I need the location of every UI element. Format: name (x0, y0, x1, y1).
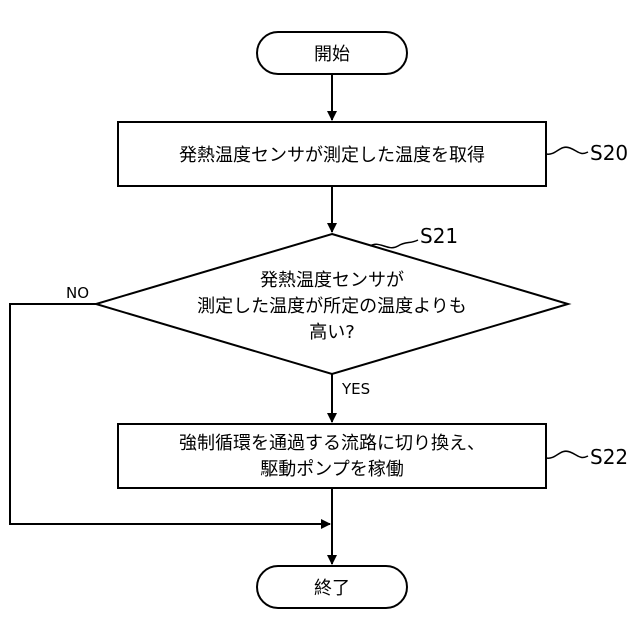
decision-s21-line-3: 高い? (309, 322, 355, 343)
step-s20-box: 発熱温度センサが測定した温度を取得 (118, 122, 546, 186)
step-s22-box: 強制循環を通過する流路に切り換え、 駆動ポンプを稼働 (118, 424, 546, 488)
step-s20-ref: S20 (590, 141, 628, 165)
step-s22-line-1: 強制循環を通過する流路に切り換え、 (179, 433, 485, 454)
start-label: 開始 (314, 44, 350, 65)
decision-s21-diamond: 発熱温度センサが 測定した温度が所定の温度よりも 高い? (96, 234, 568, 374)
no-label: NO (66, 284, 89, 302)
decision-s21-line-1: 発熱温度センサが (260, 270, 404, 291)
end-label: 終了 (314, 578, 350, 599)
decision-s21-ref: S21 (420, 224, 458, 248)
start-terminal: 開始 (257, 32, 407, 74)
end-terminal: 終了 (257, 566, 407, 608)
yes-label: YES (341, 380, 370, 398)
decision-s21-line-2: 測定した温度が所定の温度よりも (197, 296, 467, 317)
step-s22-line-2: 駆動ポンプを稼働 (260, 459, 403, 480)
step-s20-label: 発熱温度センサが測定した温度を取得 (179, 145, 485, 166)
s20-leader-line (546, 147, 588, 154)
s22-leader-line (546, 451, 588, 458)
step-s22-ref: S22 (590, 445, 628, 469)
